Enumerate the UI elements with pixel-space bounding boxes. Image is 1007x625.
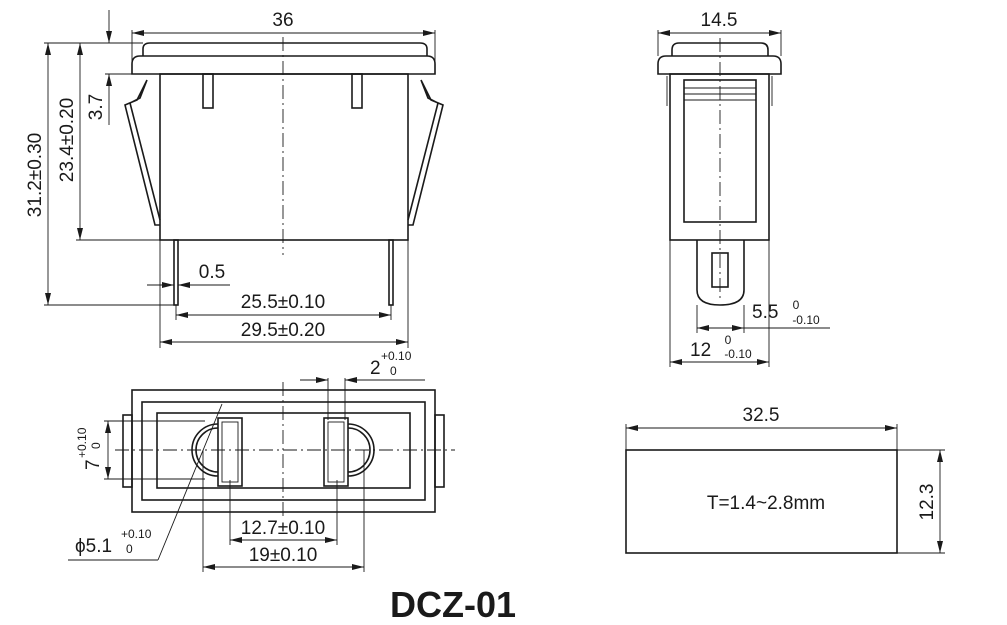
dim-body-width: 29.5±0.20 xyxy=(241,320,325,341)
body-tol-bottom: -0.10 xyxy=(724,347,752,361)
tab-tol-top: 0 xyxy=(793,298,800,312)
dim-body-height: 23.4±0.20 xyxy=(57,98,78,182)
slot-tol-bottom: 0 xyxy=(390,364,397,378)
dim-hole-spacing: 19±0.10 xyxy=(249,545,318,566)
height-tol-bottom: 0 xyxy=(89,442,103,449)
dim-side-width: 14.5 xyxy=(701,10,738,31)
tab-tol-bottom: -0.10 xyxy=(792,313,820,327)
dim-flange: 3.7 xyxy=(86,94,107,120)
panel-thickness: T=1.4~2.8mm xyxy=(707,493,825,514)
hole-tol-bottom: 0 xyxy=(126,542,133,556)
dim-cutout-height: 12.3 xyxy=(917,484,938,521)
dim-slot-width: 2 xyxy=(370,358,381,379)
model-title: DCZ-01 xyxy=(390,584,516,625)
body-tol-top: 0 xyxy=(725,333,732,347)
dim-pin-thickness: 0.5 xyxy=(199,262,225,283)
dim-height: 7 xyxy=(83,459,104,470)
hole-tol-top: +0.10 xyxy=(121,527,152,541)
dim-cutout-width: 32.5 xyxy=(743,405,780,426)
side-view: 14.5 5.5 0 -0.10 12 0 -0.10 xyxy=(657,10,830,367)
dim-hole-diameter: ϕ5.1 xyxy=(75,536,112,557)
bottom-view: 2 +0.10 0 7 +0.10 0 ϕ5.1 +0.10 0 12.7±0.… xyxy=(68,349,455,572)
slot-tol-top: +0.10 xyxy=(381,349,412,363)
dim-total-height: 31.2±0.30 xyxy=(25,133,46,217)
height-tol-top: +0.10 xyxy=(75,427,89,458)
dim-body-depth: 12 xyxy=(690,340,711,361)
dim-tab-width: 5.5 xyxy=(752,302,778,323)
dim-slot-spacing: 12.7±0.10 xyxy=(241,518,325,539)
panel-cutout: 32.5 12.3 T=1.4~2.8mm xyxy=(625,405,945,554)
dim-width: 36 xyxy=(272,10,293,31)
front-view: 36 31.2±0.30 23.4±0.20 3.7 0.5 25.5±0.10… xyxy=(25,10,444,348)
dim-pin-spacing: 25.5±0.10 xyxy=(241,292,325,313)
